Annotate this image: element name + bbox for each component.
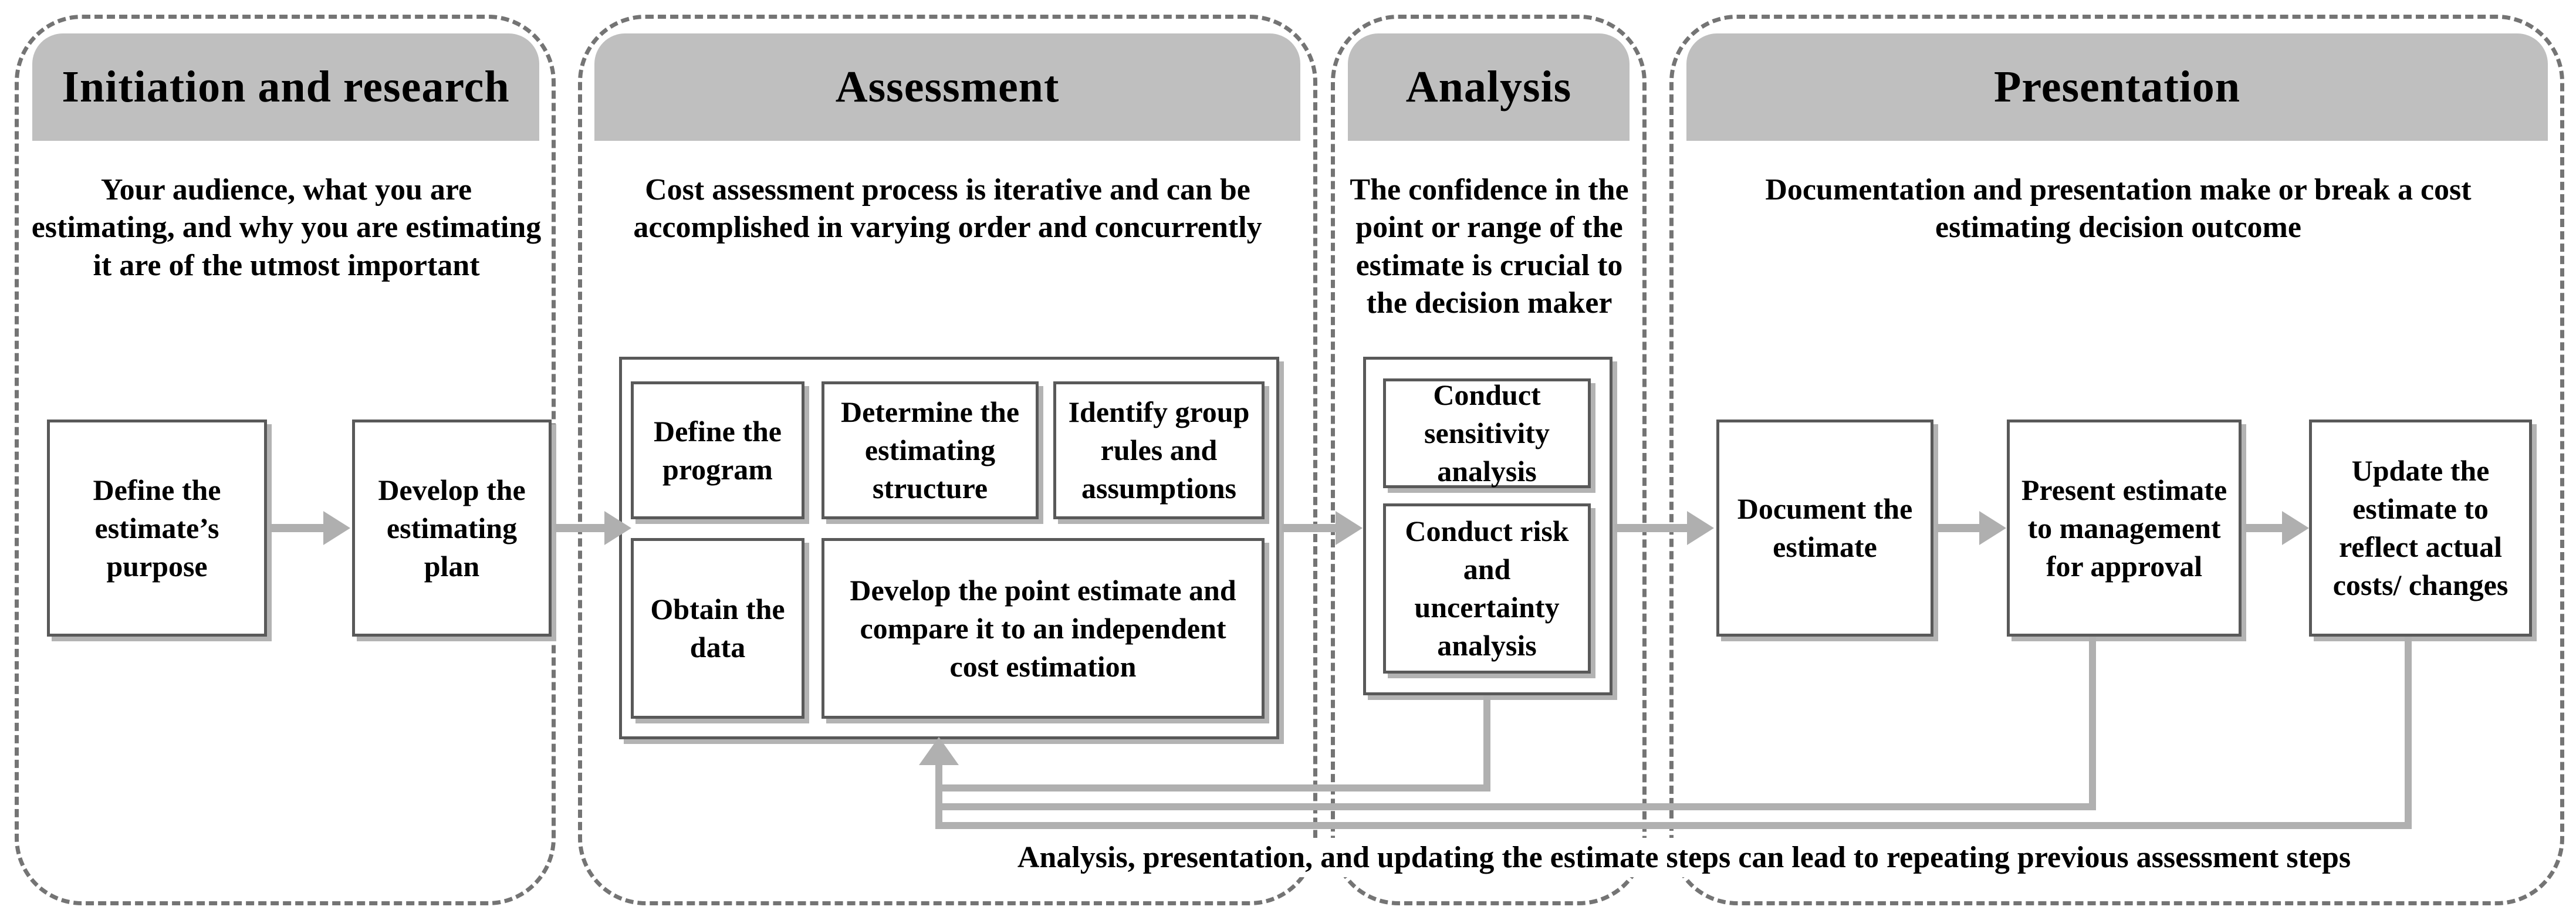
box-update-estimate: Update the estimate to reflect actual co… <box>2309 420 2532 637</box>
header-analysis: Analysis <box>1348 33 1630 141</box>
arrow-right-head-icon <box>1979 511 2006 545</box>
arrow-right-icon <box>1936 524 1980 532</box>
feedback-line-update-horizontal <box>939 822 2412 829</box>
arrow-right-head-icon <box>2282 511 2309 545</box>
box-update-estimate-label: Update the estimate to reflect actual co… <box>2332 454 2509 601</box>
panel-assessment <box>578 15 1317 905</box>
arrow-right-icon <box>270 524 324 532</box>
box-define-purpose-label: Define the estimate’s purpose <box>93 473 221 583</box>
arrow-right-head-icon <box>1687 511 1714 545</box>
feedback-arrow-shaft <box>935 762 942 829</box>
box-determine-structure: Determine the estimating structure <box>822 381 1039 519</box>
feedback-line-analysis-vertical <box>1483 695 1490 792</box>
header-initiation: Initiation and research <box>32 33 539 141</box>
box-present-estimate: Present estimate to management for appro… <box>2007 420 2242 637</box>
phase-title-presentation: Presentation <box>1993 62 2241 111</box>
panel-analysis <box>1331 15 1647 905</box>
panel-initiation <box>15 15 556 905</box>
desc-presentation: Documentation and presentation make or b… <box>1765 173 2472 245</box>
arrow-right-head-icon <box>323 511 350 545</box>
box-document-estimate: Document the estimate <box>1716 420 1933 637</box>
desc-assessment: Cost assessment process is iterative and… <box>633 173 1262 245</box>
phase-title-initiation: Initiation and research <box>62 62 510 111</box>
box-develop-point-estimate: Develop the point estimate and compare i… <box>822 538 1265 719</box>
box-document-estimate-label: Document the estimate <box>1737 492 1913 563</box>
box-conduct-risk: Conduct risk and uncertainty analysis <box>1383 503 1591 674</box>
feedback-line-update-vertical <box>2405 637 2412 829</box>
header-presentation: Presentation <box>1686 33 2548 141</box>
arrow-up-icon <box>919 737 959 765</box>
feedback-line-present-vertical <box>2089 637 2096 810</box>
box-identify-rules-label: Identify group rules and assumptions <box>1068 395 1250 505</box>
box-develop-plan: Develop the estimating plan <box>352 420 552 637</box>
arrow-right-icon <box>2244 524 2283 532</box>
box-define-program-label: Define the program <box>654 414 782 486</box>
desc-initiation: Your audience, what you are estimating, … <box>31 173 542 282</box>
box-identify-rules: Identify group rules and assumptions <box>1053 381 1265 519</box>
box-define-program: Define the program <box>631 381 804 519</box>
box-develop-plan-label: Develop the estimating plan <box>378 473 526 583</box>
box-present-estimate-label: Present estimate to management for appro… <box>2021 473 2227 583</box>
arrow-right-head-icon <box>604 511 631 545</box>
footnote-text: Analysis, presentation, and updating the… <box>951 838 2418 877</box>
box-develop-point-estimate-label: Develop the point estimate and compare i… <box>850 573 1236 683</box>
box-conduct-risk-label: Conduct risk and uncertainty analysis <box>1405 515 1569 662</box>
box-define-purpose: Define the estimate’s purpose <box>47 420 267 637</box>
arrow-right-icon <box>1282 524 1336 532</box>
arrow-right-icon <box>1615 524 1688 532</box>
box-obtain-data-label: Obtain the data <box>650 593 785 664</box>
box-obtain-data: Obtain the data <box>631 538 804 719</box>
arrow-right-icon <box>555 524 605 532</box>
box-conduct-sensitivity: Conduct sensitivity analysis <box>1383 378 1591 488</box>
feedback-line-present-horizontal <box>939 803 2096 810</box>
phase-title-analysis: Analysis <box>1405 62 1572 111</box>
panel-presentation <box>1669 15 2564 905</box>
feedback-line-analysis-horizontal <box>939 784 1490 792</box>
header-assessment: Assessment <box>594 33 1300 141</box>
phase-title-assessment: Assessment <box>835 62 1060 111</box>
arrow-right-head-icon <box>1336 511 1363 545</box>
box-determine-structure-label: Determine the estimating structure <box>840 395 1020 505</box>
desc-analysis: The confidence in the point or range of … <box>1350 173 1629 320</box>
box-conduct-sensitivity-label: Conduct sensitivity analysis <box>1424 378 1550 488</box>
